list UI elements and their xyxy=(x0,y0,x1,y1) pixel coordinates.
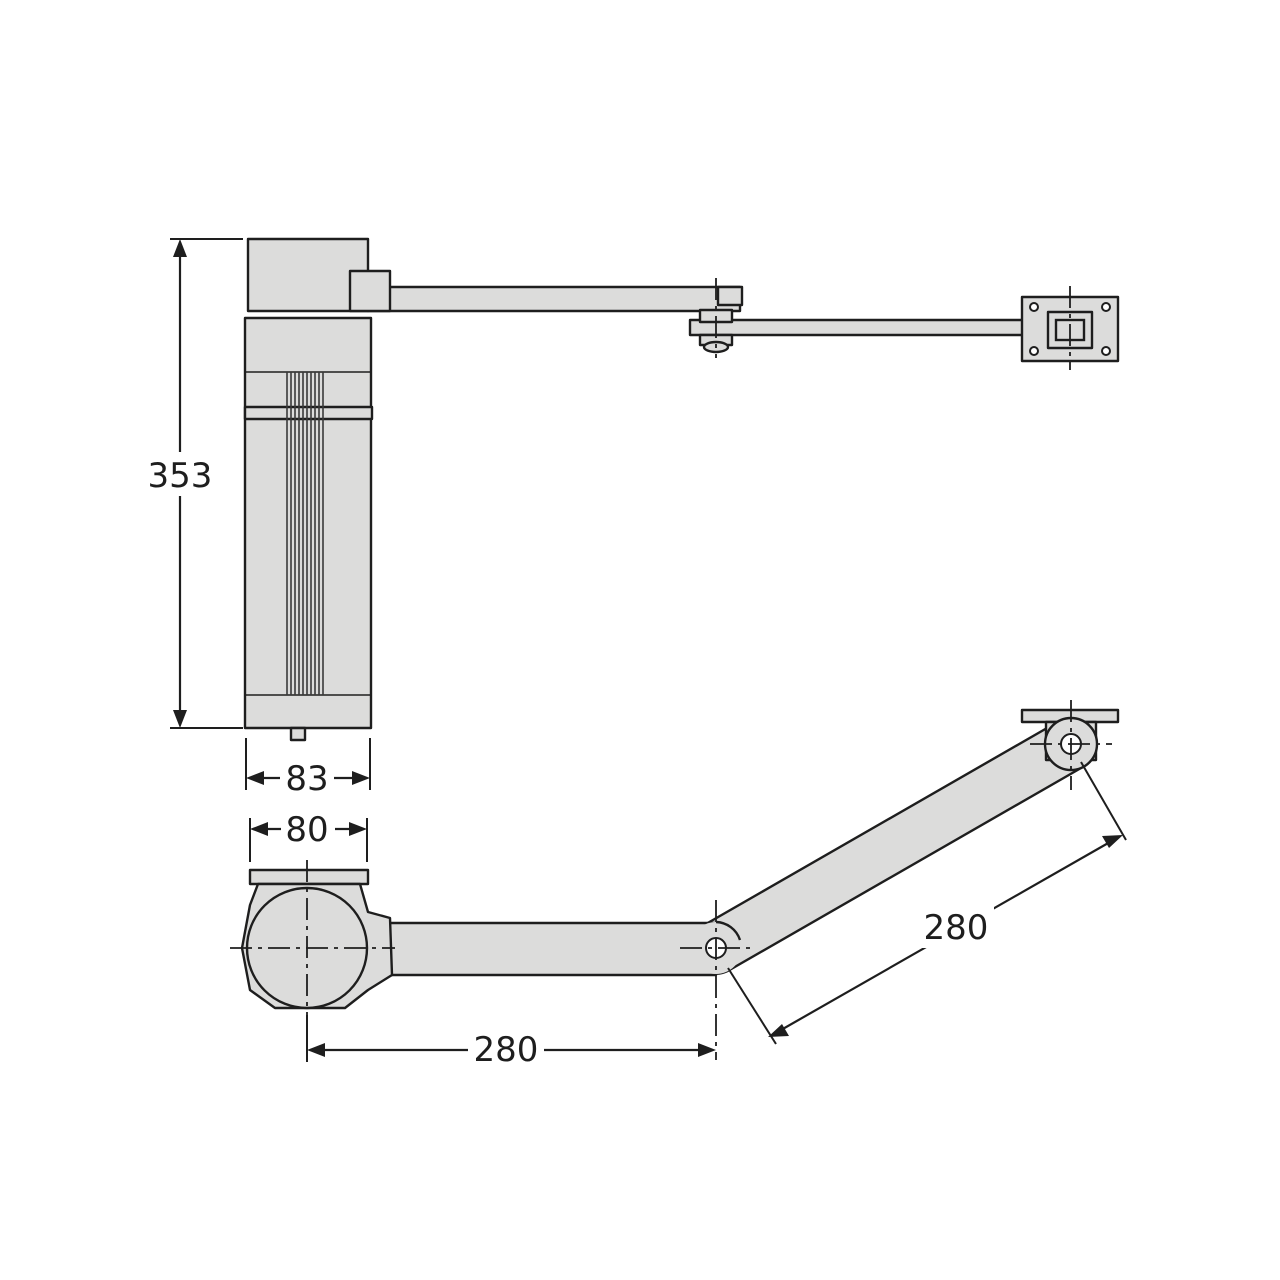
straight-arm-label: 280 xyxy=(474,1030,539,1070)
top-width-label: 80 xyxy=(285,810,328,850)
height-label: 353 xyxy=(148,456,213,496)
bracket-bolt-icon xyxy=(1101,302,1111,312)
top-width-dimension: 80 xyxy=(249,809,368,862)
angled-extension-left xyxy=(727,967,777,1045)
arrow-down-left-icon xyxy=(768,1024,789,1037)
upper-arm-bar xyxy=(366,285,742,313)
straight-arm-bar xyxy=(378,921,718,977)
arrow-down-icon xyxy=(173,710,187,728)
height-dimension: 353 xyxy=(145,238,243,729)
straight-arm-dimension: 280 xyxy=(306,1015,716,1070)
side-view-arm xyxy=(366,278,1112,358)
height-label-bg xyxy=(145,452,215,496)
shaft-stub xyxy=(289,726,307,742)
angled-label-bg xyxy=(918,906,994,948)
angled-arm xyxy=(689,717,1098,975)
top-view: 80 xyxy=(230,700,1127,1070)
angled-extension-right xyxy=(1080,761,1127,841)
side-width-dimension: 83 xyxy=(245,738,371,799)
wall-bracket-side xyxy=(1020,286,1120,370)
arrow-left-icon xyxy=(250,822,268,836)
arrow-up-right-icon xyxy=(1102,835,1123,848)
bracket-bolt-icon xyxy=(1029,346,1039,356)
arrow-left-icon xyxy=(246,771,264,785)
angled-arm-fill xyxy=(691,719,1096,973)
width-label-bg xyxy=(280,758,334,798)
straight-label-bg xyxy=(468,1028,544,1070)
arm-hub xyxy=(348,269,392,313)
arrow-left-icon xyxy=(307,1043,325,1057)
side-width-label: 83 xyxy=(285,759,328,799)
top-width-label-bg xyxy=(281,809,335,849)
bracket-bolt-icon xyxy=(1029,302,1039,312)
arrow-right-icon xyxy=(698,1043,716,1057)
elbow-block xyxy=(716,285,744,307)
elbow-arc xyxy=(715,920,742,941)
operator-housing xyxy=(243,316,373,730)
arrow-right-icon xyxy=(349,822,367,836)
operator-body-top xyxy=(230,860,395,1030)
mount-plate xyxy=(248,868,370,886)
housing-band xyxy=(243,405,374,421)
cooling-fins xyxy=(286,372,324,695)
wall-bracket-top xyxy=(1020,700,1120,790)
arrow-up-icon xyxy=(173,239,187,257)
straight-arm xyxy=(378,900,752,1060)
bracket-bolt-icon xyxy=(1101,346,1111,356)
operator-body-side xyxy=(243,237,392,742)
angled-arm-label: 280 xyxy=(924,908,989,948)
arrow-right-icon xyxy=(352,771,370,785)
angled-arm-dimension: 280 xyxy=(727,761,1127,1045)
side-view: 353 83 xyxy=(145,237,1120,799)
